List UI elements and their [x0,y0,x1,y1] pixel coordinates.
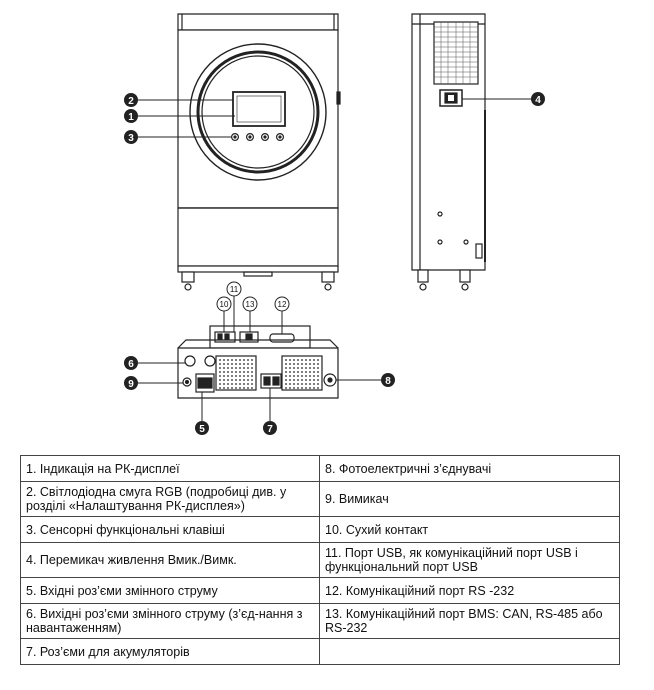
inverter-diagram: 2 1 3 4 6 9 5 7 8 10 11 13 [124,13,545,435]
svg-text:7: 7 [267,424,273,435]
legend-row: 1. Індикація на РК-дисплеї 8. Фотоелектр… [20,455,620,482]
callout-1: 1 [124,109,138,123]
legend-row: 7. Роз’єми для акумуляторів [20,638,620,665]
svg-text:13: 13 [246,300,255,309]
legend-row: 4. Перемикач живлення Вмик./Вимк. 11. По… [20,542,620,578]
front-view [177,13,341,291]
leader-lines [138,98,531,421]
legend-item-5: 5. Вхідні роз’єми змінного струму [20,577,320,604]
callout-7: 7 [263,421,277,435]
legend-row: 3. Сенсорні функціональні клавіші 10. Су… [20,516,620,543]
legend-item-12: 12. Комунікаційний порт RS -232 [319,577,620,604]
legend-table: 1. Індикація на РК-дисплеї 8. Фотоелектр… [20,455,620,665]
callout-11: 11 [226,281,242,297]
legend-item-10: 10. Сухий контакт [319,516,620,543]
bottom-view [177,325,339,399]
svg-text:1: 1 [128,112,134,123]
side-view [411,13,486,291]
legend-row: 5. Вхідні роз’єми змінного струму 12. Ко… [20,577,620,604]
svg-text:5: 5 [199,424,205,435]
callout-2: 2 [124,93,138,107]
svg-text:6: 6 [128,359,134,370]
svg-text:3: 3 [128,133,134,144]
legend-item-9: 9. Вимикач [319,481,620,517]
callout-13: 13 [242,296,258,312]
callout-3: 3 [124,130,138,144]
svg-text:9: 9 [128,379,134,390]
legend-item-13: 13. Комунікаційний порт BMS: CAN, RS-485… [319,603,620,639]
callout-5: 5 [195,421,209,435]
legend-item-3: 3. Сенсорні функціональні клавіші [20,516,320,543]
legend-item-7: 7. Роз’єми для акумуляторів [20,638,320,665]
callout-6: 6 [124,356,138,370]
callout-4: 4 [531,92,545,106]
legend-item-6: 6. Вихідні роз’єми змінного струму (з’єд… [20,603,320,639]
svg-text:2: 2 [128,96,134,107]
legend-item-11: 11. Порт USB, як комунікаційний порт USB… [319,542,620,578]
legend-item-2: 2. Світлодіодна смуга RGB (подробиці див… [20,481,320,517]
legend-item-empty [319,638,620,665]
svg-text:11: 11 [230,285,239,294]
svg-text:4: 4 [535,95,541,106]
callout-12: 12 [274,296,290,312]
callout-10: 10 [216,296,232,312]
legend-item-8: 8. Фотоелектричні з’єднувачі [319,455,620,482]
callout-9: 9 [124,376,138,390]
legend-item-1: 1. Індикація на РК-дисплеї [20,455,320,482]
callout-8: 8 [381,373,395,387]
legend-item-4: 4. Перемикач живлення Вмик./Вимк. [20,542,320,578]
legend-row: 6. Вихідні роз’єми змінного струму (з’єд… [20,603,620,639]
svg-text:10: 10 [220,300,229,309]
svg-text:8: 8 [385,376,391,387]
svg-text:12: 12 [278,300,287,309]
legend-row: 2. Світлодіодна смуга RGB (подробиці див… [20,481,620,517]
